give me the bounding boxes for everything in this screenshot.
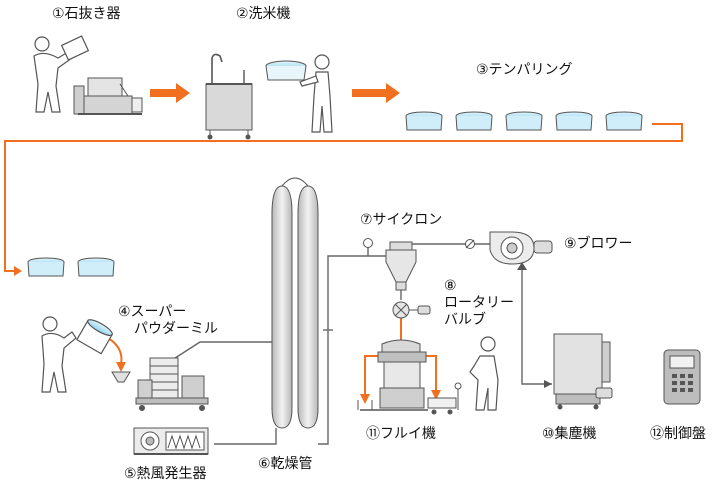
staged-tub [77, 257, 115, 277]
blower-fan [489, 231, 553, 265]
rice-tub-carried [265, 60, 307, 81]
stone-remover-machine [73, 77, 143, 115]
dust-collector [553, 333, 613, 410]
sifter-machine [357, 339, 462, 415]
label-blower: ⑨ブロワー [564, 236, 633, 252]
rotary-valve [392, 301, 431, 319]
cyclone-separator [363, 238, 475, 291]
hot-air-generator-machine [133, 427, 209, 455]
drying-tube [271, 177, 319, 429]
label-stone-remover: ①石抜き器 [52, 6, 121, 22]
tempering-tub [455, 111, 493, 131]
mill-feed-arrow [107, 337, 123, 365]
label-hot-air-generator: ⑤熱風発生器 [124, 466, 207, 482]
label-rotary-valve-line2: バルブ [444, 312, 486, 328]
rice-washer-machine [205, 53, 253, 140]
flow-arrows [4, 83, 683, 404]
label-super-powder-mill: ④スーパー パウダーミル [118, 304, 218, 338]
worker-carrying-tub-icon [299, 54, 333, 133]
sifter-out-right [422, 355, 437, 392]
label-super-powder-mill-line1: ④スーパー [118, 304, 187, 320]
label-rotary-valve: ⑧ ロータリー バルブ [444, 278, 514, 329]
worker-loading-rice-icon [33, 35, 90, 113]
super-powder-mill-machine [111, 357, 209, 411]
label-tempering: ③テンパリング [476, 62, 573, 78]
label-control-panel: ⑫制御盤 [650, 426, 706, 442]
label-sifter: ⑪フルイ機 [366, 426, 436, 442]
control-panel-device [663, 349, 701, 405]
label-rotary-valve-num: ⑧ [444, 278, 457, 294]
pressure-gauge-icon [363, 238, 373, 248]
label-rotary-valve-line1: ロータリー [444, 295, 514, 311]
tempering-tub [505, 111, 543, 131]
tempering-tub [555, 111, 593, 131]
label-rice-washer: ②洗米機 [236, 6, 291, 22]
sifter-out-left [364, 355, 380, 396]
pipe-dryer-to-cyclone [318, 255, 386, 445]
tempering-tubs [405, 111, 643, 131]
tempering-tub [405, 111, 443, 131]
worker-feeding-mill-icon [41, 316, 113, 393]
label-drying-tube: ⑥乾燥管 [258, 456, 313, 472]
label-cyclone: ⑦サイクロン [360, 212, 443, 228]
arrow-2-to-3 [352, 83, 400, 103]
staged-tub [27, 257, 65, 277]
tempering-tub [605, 111, 643, 131]
transfer-line-3-to-4 [4, 123, 683, 272]
arrow-1-to-2 [150, 83, 190, 103]
label-super-powder-mill-line2: パウダーミル [134, 321, 218, 337]
pipe-blower-to-collector [521, 270, 552, 385]
label-dust-collector: ⑩集塵機 [542, 426, 597, 442]
staged-tubs [27, 257, 115, 277]
pipe-heater-to-dryer [214, 428, 277, 445]
worker-operating-sifter-icon [469, 336, 499, 411]
